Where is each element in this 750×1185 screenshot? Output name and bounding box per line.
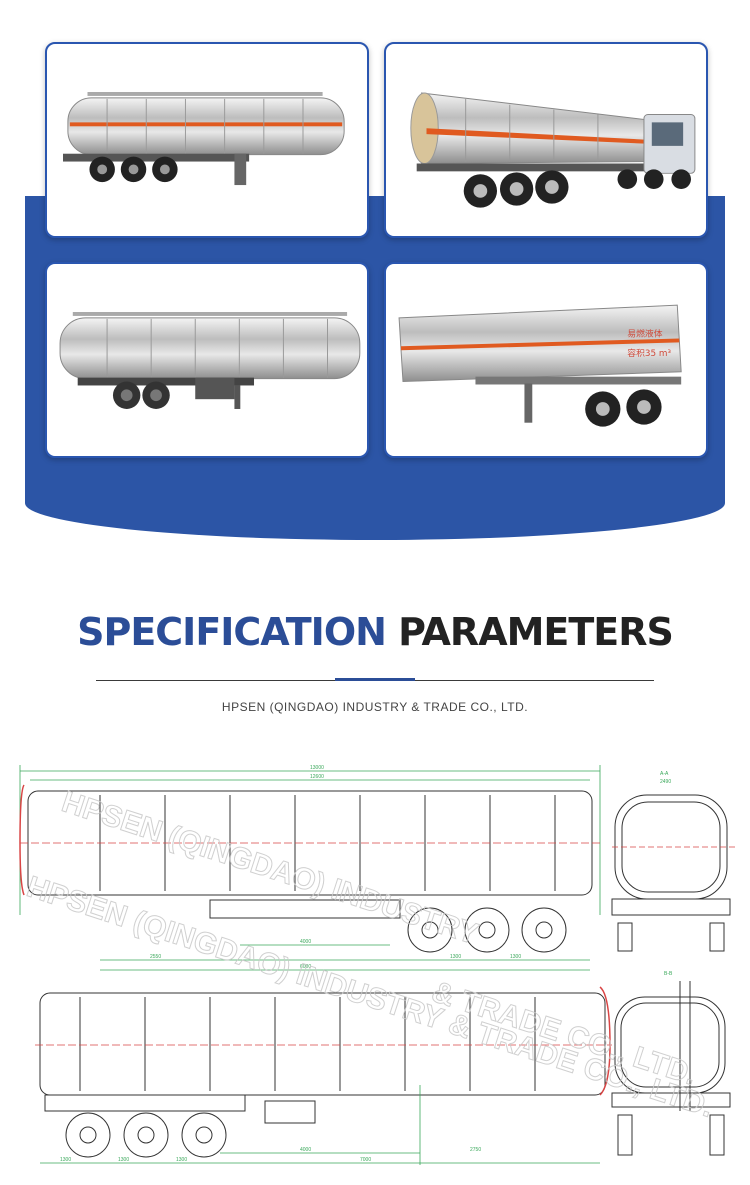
tank-trailer-side-view-photo	[45, 42, 369, 238]
dim-top-2: 12600	[310, 774, 324, 780]
tank-end-view-2	[611, 981, 731, 1156]
tank-text-2: 容积35 m³	[627, 347, 671, 359]
tank-end-view-1	[611, 794, 731, 952]
dim-b5: 6000	[300, 964, 311, 970]
tank-side-view-2	[39, 992, 606, 1158]
watermark: HPSEN (QINGDAO) INDUSTRY HPSEN (QINGDAO)…	[22, 785, 717, 1125]
section-title: SPECIFICATION PARAMETERS	[0, 610, 750, 654]
tank-text-1: 易燃液体	[627, 327, 662, 339]
section-label-2: B-B	[664, 971, 673, 977]
section-label-1: A-A	[660, 771, 669, 777]
dim-c1: 1300	[60, 1157, 71, 1163]
company-name: HPSEN (QINGDAO) INDUSTRY & TRADE CO., LT…	[221, 700, 529, 714]
title-part1: SPECIFICATION	[77, 610, 387, 654]
dim-top-1: 13000	[310, 765, 324, 771]
dim-b2: 1300	[450, 954, 461, 960]
tank-trailer-rear-angle-photo	[45, 262, 369, 458]
dim-c2: 1300	[118, 1157, 129, 1163]
tank-trailer-two-axle-photo: 易燃液体 容积35 m³	[384, 262, 708, 458]
dim-b3: 1300	[510, 954, 521, 960]
dim-b4: 2550	[150, 954, 161, 960]
dim-c6: 2750	[470, 1147, 481, 1153]
dim-b1: 4000	[300, 939, 311, 945]
tank-trailer-with-truck-photo	[384, 42, 708, 238]
dim-c3: 1300	[176, 1157, 187, 1163]
dim-c4: 4000	[300, 1147, 311, 1153]
dim-c5: 7000	[360, 1157, 371, 1163]
end-width-label: 2490	[660, 779, 671, 785]
title-divider-accent	[335, 678, 415, 681]
title-part2: PARAMETERS	[398, 610, 674, 654]
technical-drawing: 13000 12600 4000 1300 1300 2550 6000	[0, 755, 750, 1185]
